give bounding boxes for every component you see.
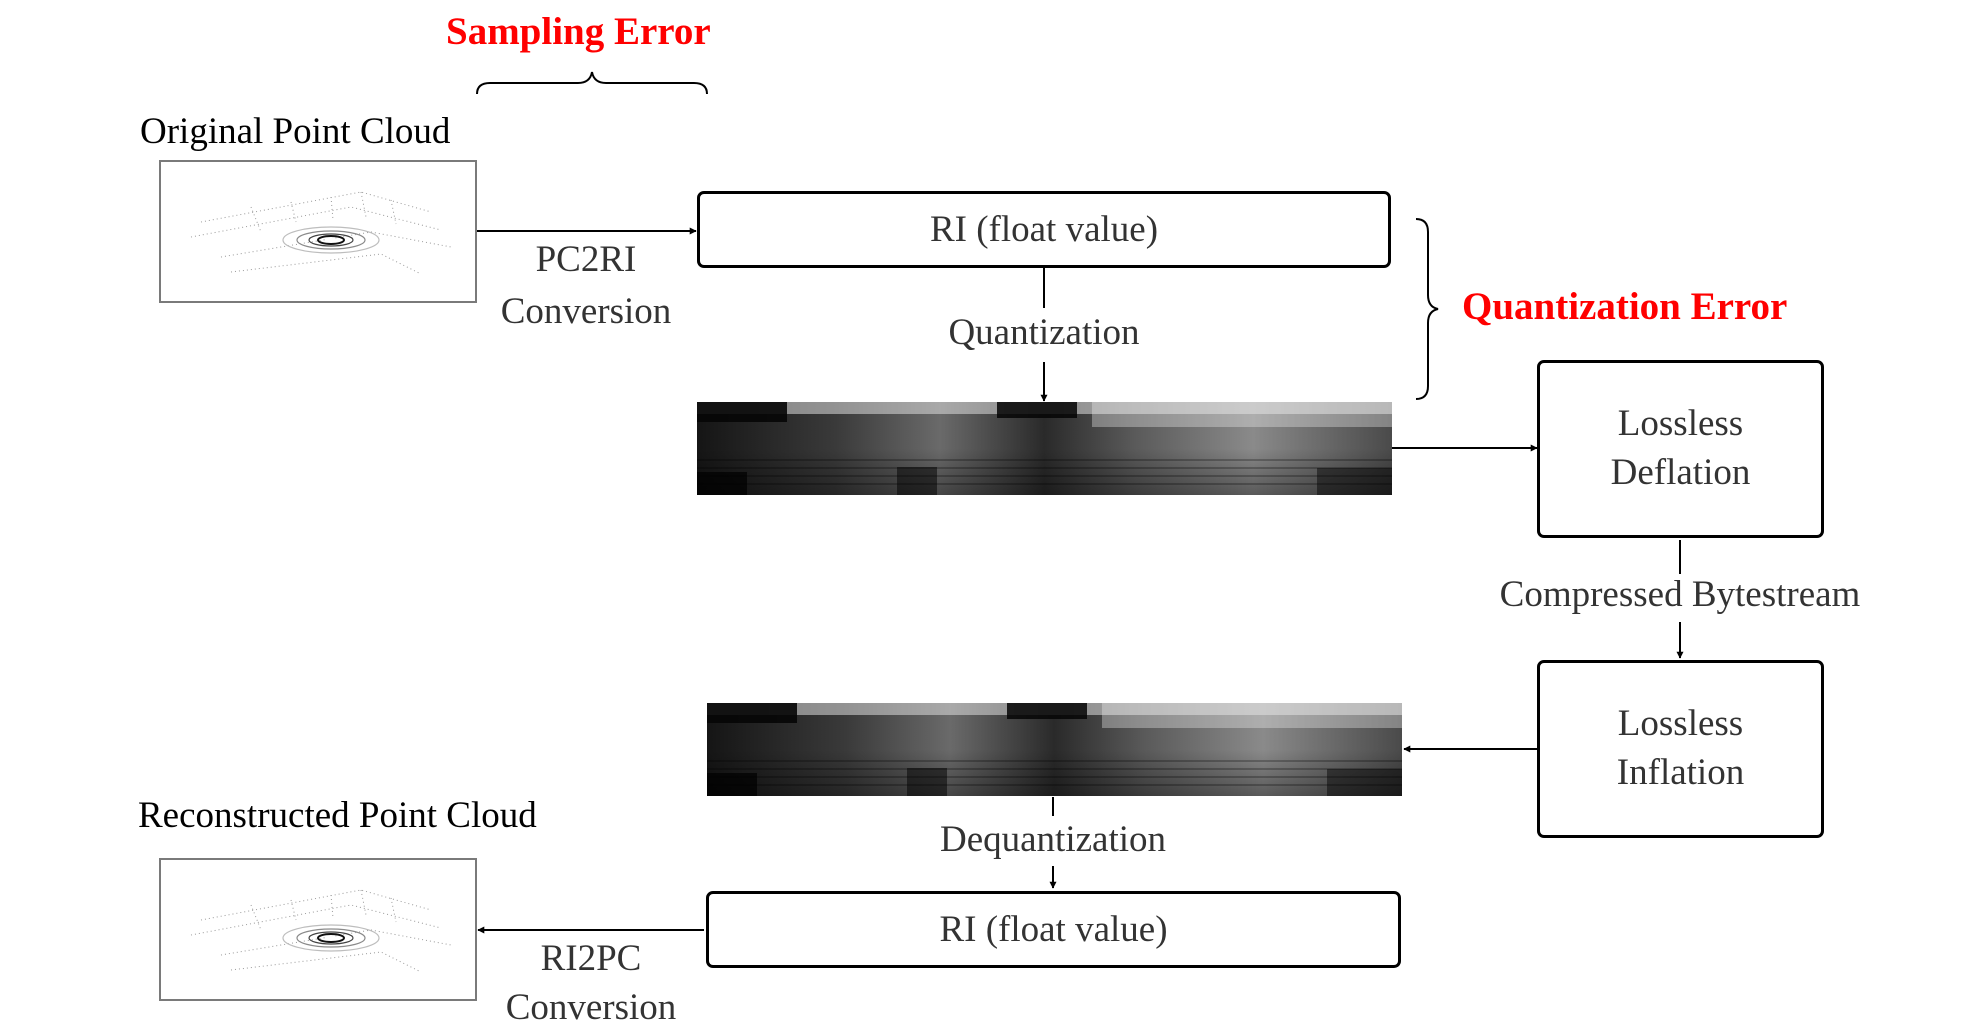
ri-float-box-top: RI (float value)	[697, 191, 1391, 268]
quantization-brace	[1415, 218, 1439, 400]
ri-float-label-bottom: RI (float value)	[939, 909, 1168, 950]
sampling-brace	[476, 71, 708, 95]
point-cloud-render	[190, 191, 452, 275]
range-image-texture-bottom	[707, 703, 1402, 796]
inflation-line2: Inflation	[1616, 752, 1745, 793]
ri-float-box-bottom: RI (float value)	[706, 891, 1401, 968]
ri2pc-label-line2: Conversion	[505, 987, 677, 1024]
reconstructed-pc-title: Reconstructed Point Cloud	[138, 795, 537, 836]
compressed-bytestream-label: Compressed Bytestream	[1499, 574, 1861, 615]
deflation-line1: Lossless	[1617, 403, 1744, 445]
inflation-line1: Lossless	[1617, 703, 1744, 745]
reconstructed-point-cloud-image	[159, 858, 477, 1001]
range-image-texture	[697, 402, 1392, 495]
ri-float-label-top: RI (float value)	[929, 209, 1159, 250]
quantization-label: Quantization	[948, 312, 1140, 353]
ri2pc-label-line1: RI2PC	[540, 938, 642, 979]
deflation-line2: Deflation	[1610, 452, 1751, 493]
lossless-inflation-box: Lossless Inflation	[1537, 660, 1824, 838]
original-pc-title: Original Point Cloud	[140, 111, 451, 152]
sampling-error-label: Sampling Error	[446, 10, 711, 53]
original-point-cloud-image	[159, 160, 477, 303]
dequantization-label: Dequantization	[939, 819, 1167, 860]
range-image-quantized	[697, 402, 1392, 495]
point-cloud-render-reconstructed	[190, 889, 452, 973]
pc2ri-label-line2: Conversion	[500, 291, 672, 332]
range-image-decoded	[707, 703, 1402, 796]
pc2ri-label-line1: PC2RI	[535, 239, 637, 280]
quantization-error-label: Quantization Error	[1462, 285, 1788, 328]
lossless-deflation-box: Lossless Deflation	[1537, 360, 1824, 538]
